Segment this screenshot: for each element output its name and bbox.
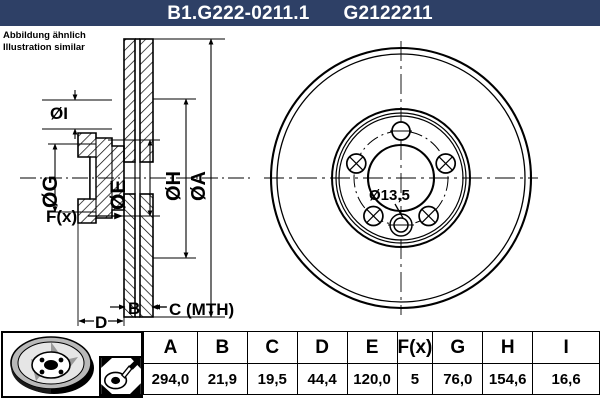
value-g: 76,0: [432, 363, 484, 395]
table-value-row: 294,0 21,9 19,5 44,4 120,0 5 76,0 154,6 …: [143, 363, 600, 395]
dim-dia-g: ØG: [39, 143, 96, 213]
value-d: 44,4: [296, 363, 348, 395]
value-i: 16,6: [532, 363, 600, 395]
dim-c: C (MTH): [153, 300, 234, 319]
col-header-fx: F(x): [396, 331, 434, 364]
cross-section-view: ØI ØG ØE: [20, 38, 250, 328]
label-fx: F(x): [46, 207, 77, 226]
label-c: C (MTH): [169, 300, 234, 319]
note-line-en: Illustration similar: [3, 41, 85, 53]
value-b: 21,9: [196, 363, 248, 395]
dim-b: B: [110, 299, 167, 318]
table-header-row: A B C D E F(x) G H I: [143, 331, 600, 364]
thumbnail-panel: [1, 331, 143, 398]
label-hole-diameter: Ø13,5: [369, 187, 410, 204]
brake-disc-photo: [10, 336, 94, 394]
locating-hole-top: [390, 121, 412, 141]
label-dia-e: ØE: [107, 180, 130, 210]
locating-hole-bottom: [388, 213, 414, 237]
col-header-h: H: [482, 331, 534, 364]
value-c: 19,5: [246, 363, 298, 395]
col-header-c: C: [246, 331, 298, 364]
bolt-hole: [363, 205, 384, 227]
technical-drawing: ØI ØG ØE: [20, 38, 538, 328]
dim-dia-h: ØH: [153, 98, 196, 259]
hole-diameter-callout: Ø13,5: [369, 187, 410, 219]
label-d: D: [95, 313, 107, 328]
col-header-a: A: [143, 331, 198, 364]
col-header-b: B: [196, 331, 248, 364]
friction-ring-bottom: [123, 193, 154, 318]
bolt-hole: [345, 153, 367, 174]
friction-ring-top: [123, 38, 154, 163]
value-h: 154,6: [482, 363, 534, 395]
bolt-hole: [435, 153, 457, 174]
title-bar: B1.G222-0211.1 G2122211: [0, 0, 600, 26]
installation-icon: [99, 356, 143, 396]
dim-d: D: [77, 223, 125, 328]
col-header-g: G: [432, 331, 484, 364]
dim-dia-i: ØI: [42, 90, 112, 139]
label-b: B: [128, 299, 140, 318]
front-view: Ø13,5: [264, 41, 538, 315]
label-dia-g: ØG: [39, 175, 62, 208]
value-e: 120,0: [346, 363, 398, 395]
part-number: B1.G222-0211.1: [167, 2, 310, 24]
value-a: 294,0: [143, 363, 198, 395]
col-header-e: E: [346, 331, 398, 364]
value-fx: 5: [396, 363, 434, 395]
dim-fx: F(x): [46, 207, 123, 226]
dim-dia-e: ØE: [107, 139, 160, 217]
label-dia-h: ØH: [163, 171, 185, 201]
label-dia-a: ØA: [188, 171, 210, 201]
label-dia-i: ØI: [50, 104, 68, 123]
dim-dia-a: ØA: [153, 38, 225, 318]
col-header-i: I: [532, 331, 600, 364]
illustration-note: Abbildung ähnlich Illustration similar: [3, 30, 86, 53]
note-line-de: Abbildung ähnlich: [3, 30, 86, 41]
article-code: G2122211: [343, 2, 433, 24]
bolt-hole: [418, 205, 439, 227]
col-header-d: D: [296, 331, 348, 364]
specification-table: A B C D E F(x) G H I 294,0 21,9 19,5 44,…: [143, 331, 600, 395]
